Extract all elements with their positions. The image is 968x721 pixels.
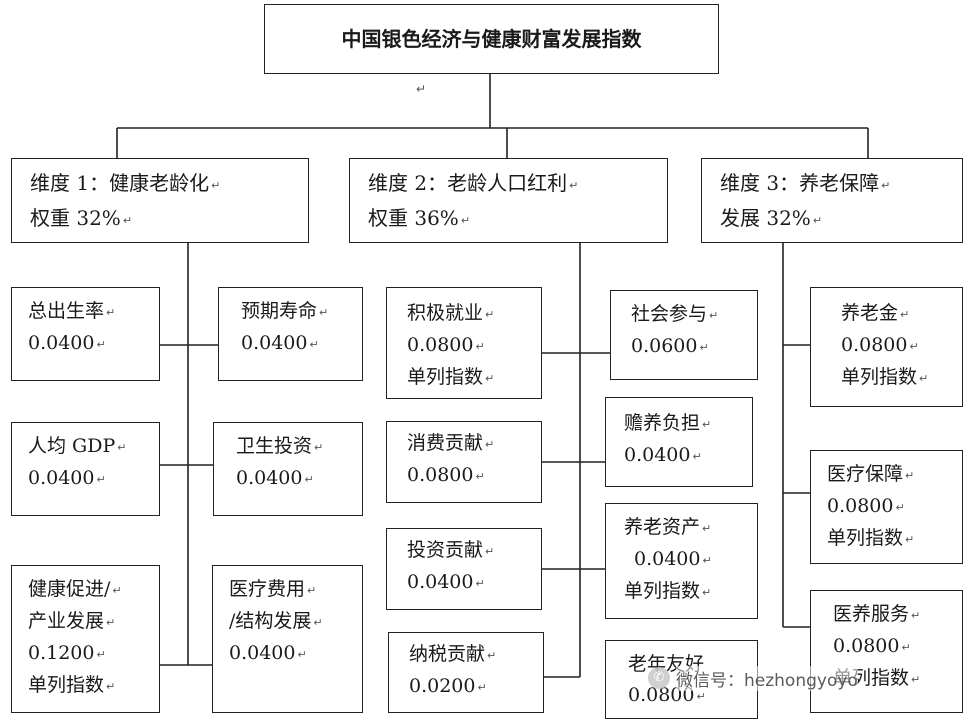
indicator-note: 单列指数 bbox=[827, 527, 904, 549]
indicator-name: 养老资产 bbox=[624, 516, 701, 538]
indicator-weight: 0.0200 bbox=[409, 675, 476, 697]
indicator-note: 单列指数 bbox=[624, 580, 701, 602]
indicator-name: 卫生投资 bbox=[236, 435, 313, 457]
paragraph-mark: ↵ bbox=[416, 82, 427, 96]
dimension-3-weight: 发展 32% bbox=[720, 206, 811, 230]
indicator-weight: 0.0800 bbox=[407, 334, 474, 356]
indicator-box: 医疗费用↵ /结构发展↵ 0.0400↵ bbox=[212, 565, 363, 713]
index-title-box: 中国银色经济与健康财富发展指数 bbox=[264, 4, 719, 74]
indicator-box: 赡养负担↵ 0.0400↵ bbox=[605, 397, 753, 487]
dimension-box-2: 维度 2：老龄人口红利↵ 权重 36%↵ bbox=[349, 158, 668, 243]
index-title: 中国银色经济与健康财富发展指数 bbox=[341, 26, 642, 51]
dimension-box-3: 维度 3：养老保障↵ 发展 32%↵ bbox=[701, 158, 963, 243]
dimension-1-weight: 权重 32% bbox=[30, 206, 121, 230]
indicator-box: 投资贡献↵ 0.0400↵ bbox=[386, 528, 542, 610]
indicator-weight: 0.0400 bbox=[624, 444, 691, 466]
indicator-weight: 0.0800 bbox=[841, 334, 908, 356]
indicator-box: 积极就业↵ 0.0800↵ 单列指数↵ bbox=[386, 287, 542, 399]
indicator-weight: 0.0400 bbox=[28, 332, 95, 354]
watermark-text: 微信号：hezhongyoyo bbox=[676, 665, 858, 691]
indicator-box: 消费贡献↵ 0.0800↵ bbox=[386, 421, 542, 503]
indicator-weight: 0.0400 bbox=[229, 642, 296, 664]
indicator-box: 养老金↵ 0.0800↵ 单列指数↵ bbox=[810, 287, 963, 407]
indicator-name: 投资贡献 bbox=[407, 539, 484, 561]
indicator-weight: 0.0400 bbox=[241, 332, 308, 354]
indicator-weight: 0.0400 bbox=[407, 571, 474, 593]
indicator-box: 养老资产↵ 0.0400↵ 单列指数↵ bbox=[605, 503, 758, 619]
indicator-name: 医养服务 bbox=[833, 603, 910, 625]
indicator-note: 单列指数 bbox=[28, 674, 105, 696]
indicator-box: 纳税贡献↵ 0.0200↵ bbox=[388, 632, 544, 713]
indicator-name: 消费贡献 bbox=[407, 432, 484, 454]
indicator-box: 人均 GDP↵ 0.0400↵ bbox=[11, 422, 160, 516]
indicator-name: 医疗保障 bbox=[827, 463, 904, 485]
indicator-name: 预期寿命 bbox=[241, 300, 318, 322]
indicator-note: 单列指数 bbox=[841, 366, 918, 388]
indicator-name: 养老金 bbox=[841, 302, 899, 324]
indicator-weight: 0.0800 bbox=[833, 635, 900, 657]
indicator-name: 医疗费用 bbox=[229, 578, 306, 600]
indicator-name-cont: /结构发展 bbox=[229, 610, 312, 632]
indicator-name: 总出生率 bbox=[28, 300, 105, 322]
indicator-name: 纳税贡献 bbox=[409, 643, 486, 665]
dimension-box-1: 维度 1：健康老龄化↵ 权重 32%↵ bbox=[11, 158, 309, 243]
indicator-weight: 0.0400 bbox=[634, 548, 701, 570]
indicator-box: 社会参与↵ 0.0600↵ bbox=[610, 290, 758, 380]
indicator-name: 积极就业 bbox=[407, 302, 484, 324]
indicator-name: 健康促进/ bbox=[28, 578, 111, 600]
dimension-3-name: 维度 3：养老保障 bbox=[720, 171, 880, 195]
indicator-box: 健康促进/↵ 产业发展↵ 0.1200↵ 单列指数↵ bbox=[11, 565, 160, 713]
indicator-weight: 0.0400 bbox=[28, 467, 95, 489]
indicator-box: 总出生率↵ 0.0400↵ bbox=[11, 287, 160, 381]
indicator-name-cont: 产业发展 bbox=[28, 610, 105, 632]
indicator-weight: 0.1200 bbox=[28, 642, 95, 664]
indicator-box: 医养服务↵ 0.0800↵ 单列指数↵ bbox=[810, 590, 963, 713]
indicator-box: 卫生投资↵ 0.0400↵ bbox=[213, 422, 363, 516]
indicator-weight: 0.0800 bbox=[407, 464, 474, 486]
indicator-box: 医疗保障↵ 0.0800↵ 单列指数↵ bbox=[810, 450, 963, 564]
indicator-note: 单列指数 bbox=[407, 366, 484, 388]
indicator-name: 社会参与 bbox=[631, 303, 708, 325]
dimension-2-name: 维度 2：老龄人口红利 bbox=[368, 171, 568, 195]
indicator-box: 预期寿命↵ 0.0400↵ bbox=[218, 287, 363, 381]
dimension-1-name: 维度 1：健康老龄化 bbox=[30, 171, 210, 195]
indicator-name: 人均 GDP bbox=[28, 435, 116, 457]
indicator-weight: 0.0600 bbox=[631, 335, 698, 357]
indicator-name: 赡养负担 bbox=[624, 412, 701, 434]
dimension-2-weight: 权重 36% bbox=[368, 206, 459, 230]
indicator-weight: 0.0400 bbox=[236, 467, 303, 489]
wechat-icon: ✆ bbox=[648, 667, 670, 689]
watermark: ✆ 微信号：hezhongyoyo bbox=[648, 664, 858, 692]
indicator-weight: 0.0800 bbox=[827, 495, 894, 517]
